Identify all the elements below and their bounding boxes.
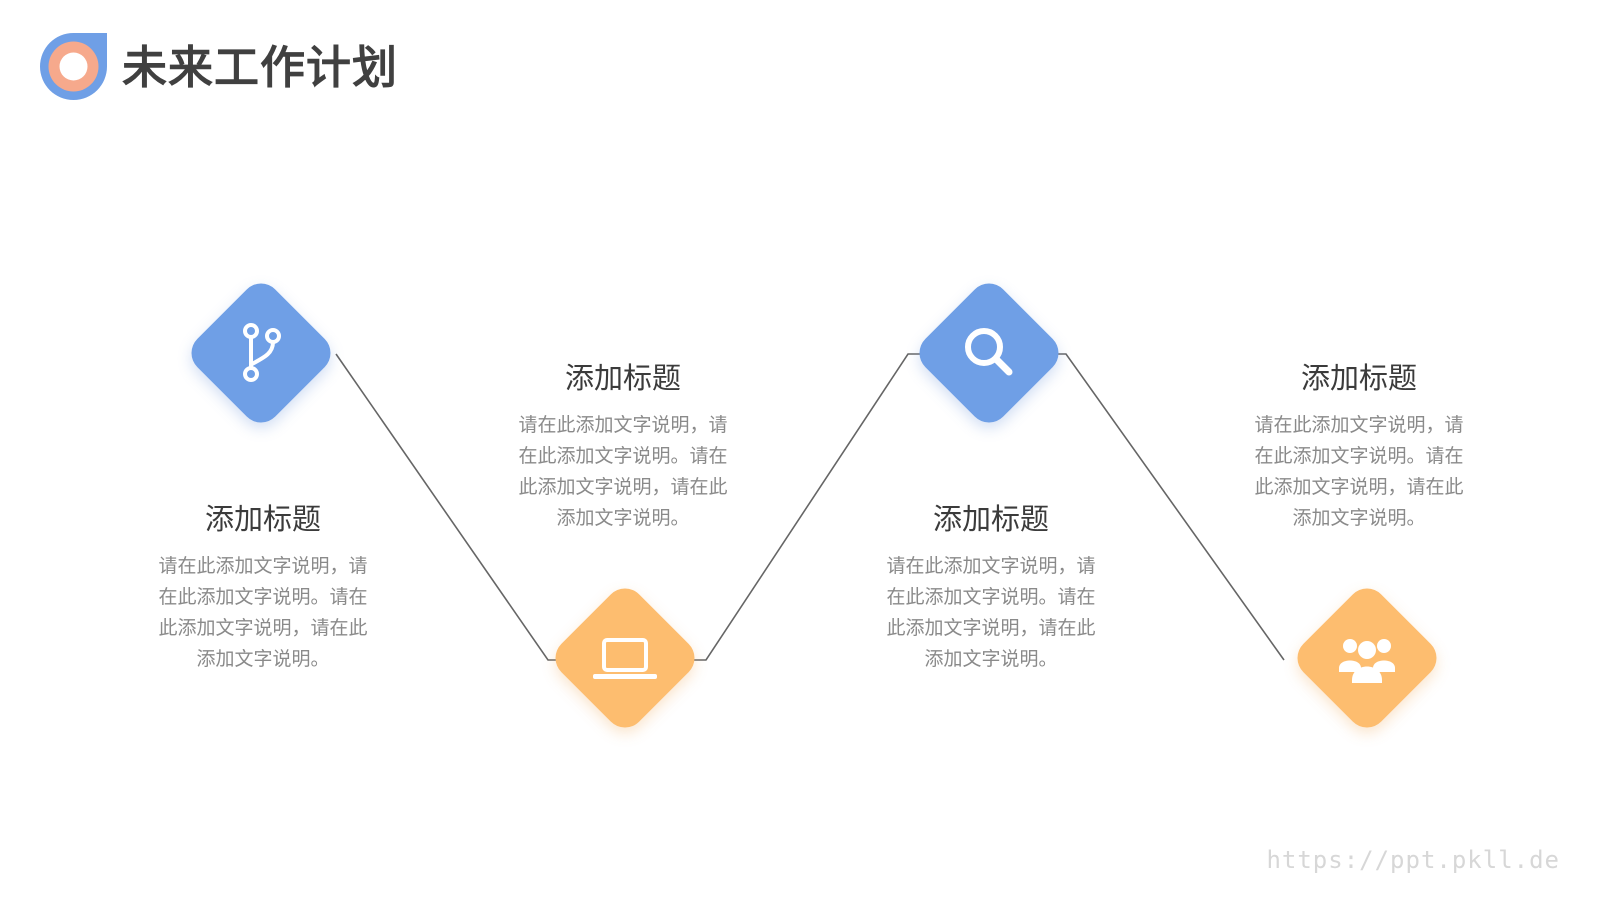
step-2-desc: 请在此添加文字说明，请在此添加文字说明。请在此添加文字说明，请在此添加文字说明。 <box>518 414 728 529</box>
step-1-text: 添加标题 请在此添加文字说明，请在此添加文字说明。请在此添加文字说明，请在此添加… <box>143 499 383 675</box>
step-1-title: 添加标题 <box>204 502 321 536</box>
step-4-tile <box>1287 578 1447 738</box>
laptop-icon <box>593 638 657 679</box>
watermark-url: https://ppt.pkll.de <box>1266 846 1560 874</box>
step-3-title: 添加标题 <box>932 502 1049 536</box>
step-2-title: 添加标题 <box>564 361 681 395</box>
step-3-desc: 请在此添加文字说明，请在此添加文字说明。请在此添加文字说明，请在此添加文字说明。 <box>886 555 1096 670</box>
connector-line <box>335 353 1285 661</box>
step-2-tile <box>545 578 705 738</box>
page-title: 未来工作计划 <box>122 41 399 94</box>
step-4-desc: 请在此添加文字说明，请在此添加文字说明。请在此添加文字说明，请在此添加文字说明。 <box>1254 414 1464 529</box>
git-branch-icon <box>243 323 281 382</box>
users-icon <box>1339 639 1395 683</box>
step-2-text: 添加标题 请在此添加文字说明，请在此添加文字说明。请在此添加文字说明，请在此添加… <box>503 358 743 534</box>
step-3-tile <box>909 273 1069 433</box>
step-3-text: 添加标题 请在此添加文字说明，请在此添加文字说明。请在此添加文字说明，请在此添加… <box>871 499 1111 675</box>
step-1-desc: 请在此添加文字说明，请在此添加文字说明。请在此添加文字说明，请在此添加文字说明。 <box>158 555 368 670</box>
ring-logo-icon <box>40 33 107 100</box>
step-1-tile <box>181 273 341 433</box>
search-icon <box>965 328 1013 376</box>
step-4-text: 添加标题 请在此添加文字说明，请在此添加文字说明。请在此添加文字说明，请在此添加… <box>1239 358 1479 534</box>
step-4-title: 添加标题 <box>1300 361 1417 395</box>
